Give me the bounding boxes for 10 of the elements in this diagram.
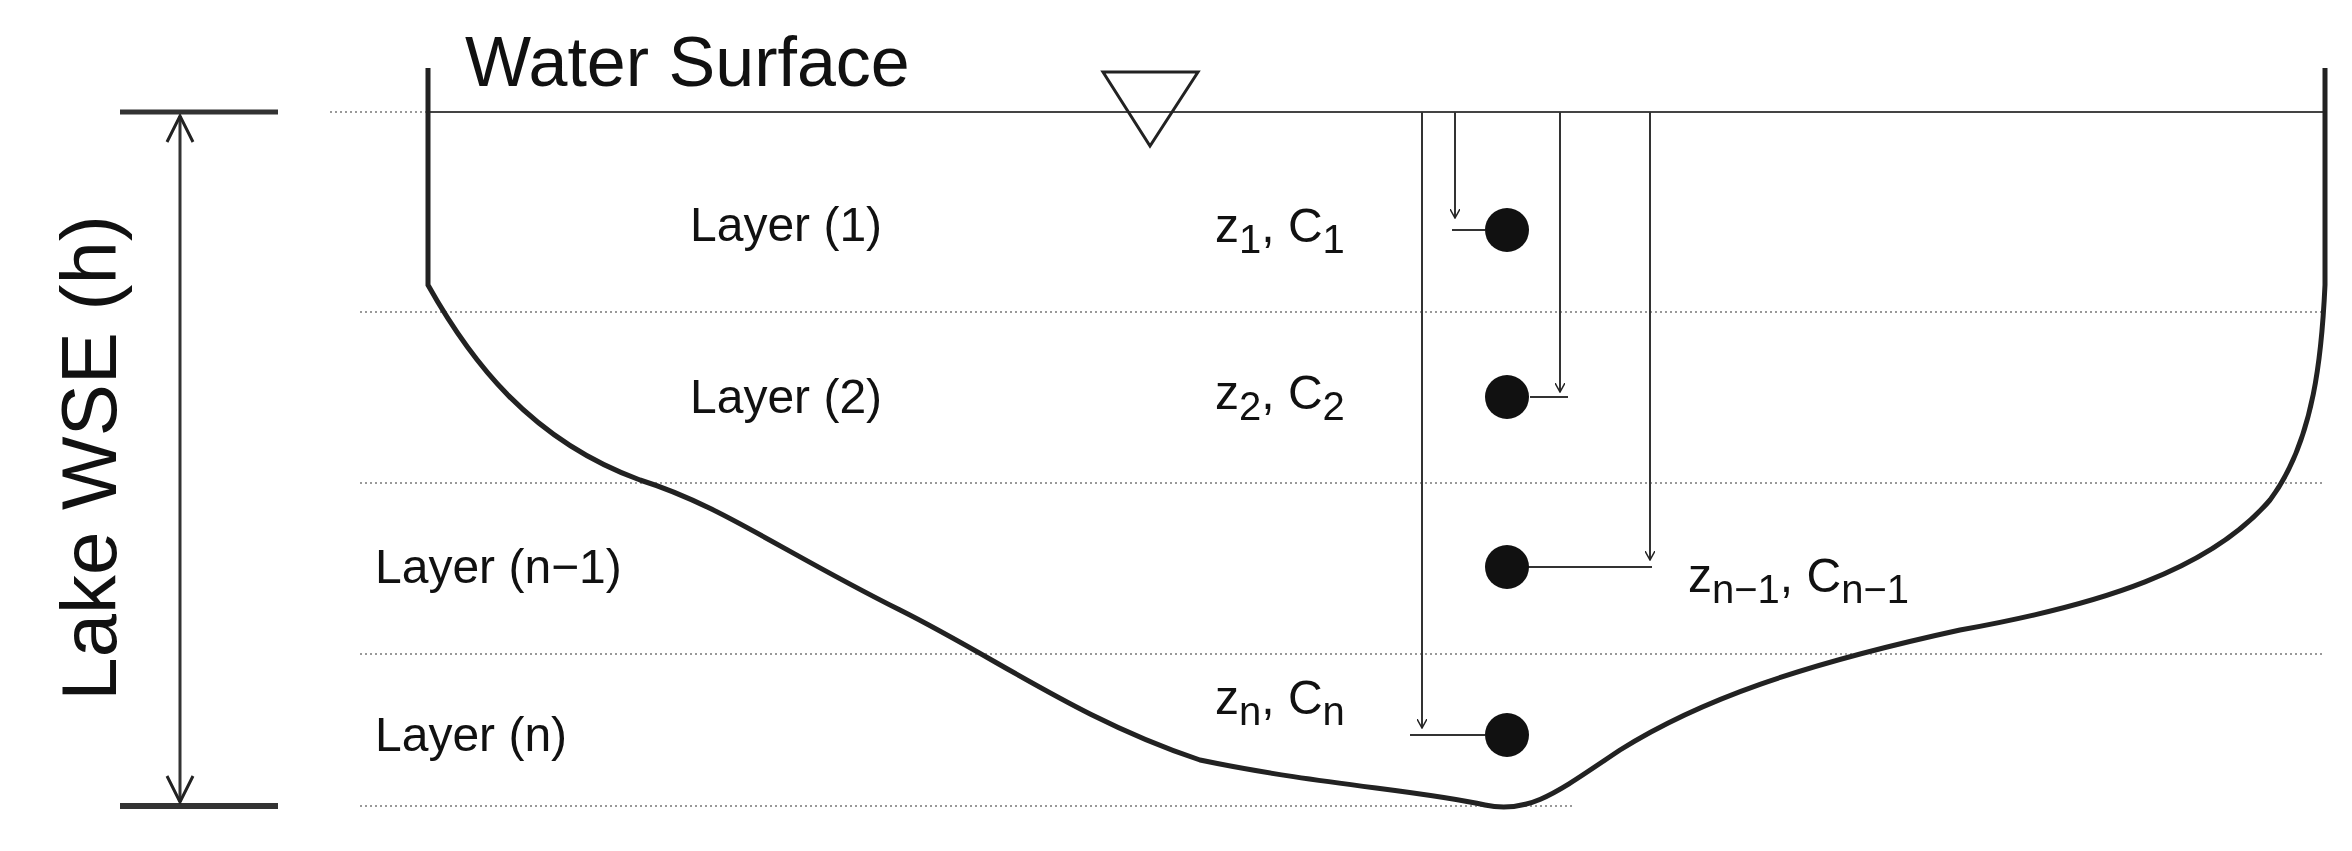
layer-label: Layer (n−1) xyxy=(375,540,622,594)
layer-label: Layer (1) xyxy=(690,198,883,252)
layer-label: Layer (2) xyxy=(690,370,883,424)
depth-concentration-label: z$_{1}$, C$_{1}$ xyxy=(1215,199,1345,261)
depth-concentration-label: z$_{n}$, C$_{n}$ xyxy=(1215,671,1345,733)
depth-concentration-label: z$_{n−1}$, C$_{n−1}$ xyxy=(1688,549,1910,611)
layer-label: Layer (n) xyxy=(375,708,568,762)
water-surface-label: Water Surface xyxy=(465,23,910,101)
depth-concentration-label: z$_{2}$, C$_{2}$ xyxy=(1215,366,1345,428)
dimension-label: Lake WSE (h) xyxy=(47,215,133,701)
